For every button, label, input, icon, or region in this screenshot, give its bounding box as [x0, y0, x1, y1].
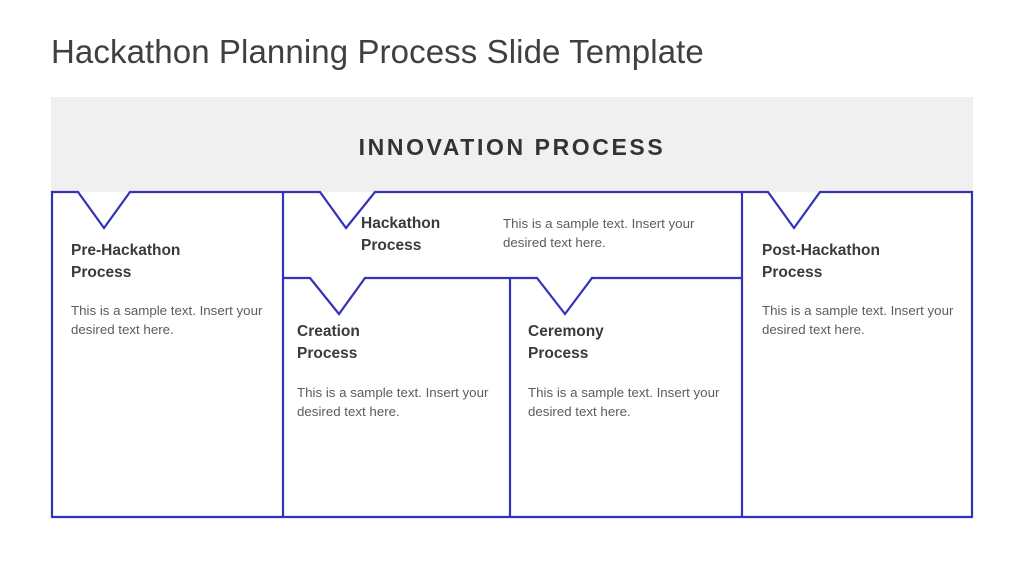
- node-pre-hackathon-body: This is a sample text. Insert your desir…: [71, 302, 263, 337]
- banner-background: [51, 97, 973, 192]
- node-hackathon[interactable]: Hackathon Process: [361, 213, 501, 258]
- node-post-hackathon[interactable]: Post-Hackathon Process This is a sample …: [762, 240, 958, 340]
- node-pre-hackathon[interactable]: Pre-Hackathon Process This is a sample t…: [71, 240, 267, 340]
- node-creation[interactable]: Creation Process This is a sample text. …: [297, 321, 493, 422]
- process-outline-graphic: [50, 190, 974, 519]
- node-pre-hackathon-heading: Pre-Hackathon Process: [71, 242, 181, 282]
- node-ceremony[interactable]: Ceremony Process This is a sample text. …: [528, 321, 724, 422]
- banner-title: INNOVATION PROCESS: [358, 134, 666, 160]
- node-creation-heading: Creation Process: [297, 323, 360, 363]
- page-title: Hackathon Planning Process Slide Templat…: [51, 33, 704, 70]
- node-creation-body: This is a sample text. Insert your desir…: [297, 384, 489, 419]
- node-post-hackathon-heading: Post-Hackathon Process: [762, 242, 880, 282]
- node-ceremony-body: This is a sample text. Insert your desir…: [528, 384, 720, 419]
- node-hackathon-body-wrap: This is a sample text. Insert your desir…: [503, 215, 725, 253]
- node-hackathon-heading: Hackathon Process: [361, 215, 441, 255]
- node-post-hackathon-body: This is a sample text. Insert your desir…: [762, 302, 954, 337]
- node-hackathon-body: This is a sample text. Insert your desir…: [503, 216, 695, 250]
- node-ceremony-heading: Ceremony Process: [528, 323, 604, 363]
- innovation-process-diagram: INNOVATION PROCESS Pre-Hackathon Process…: [50, 97, 974, 519]
